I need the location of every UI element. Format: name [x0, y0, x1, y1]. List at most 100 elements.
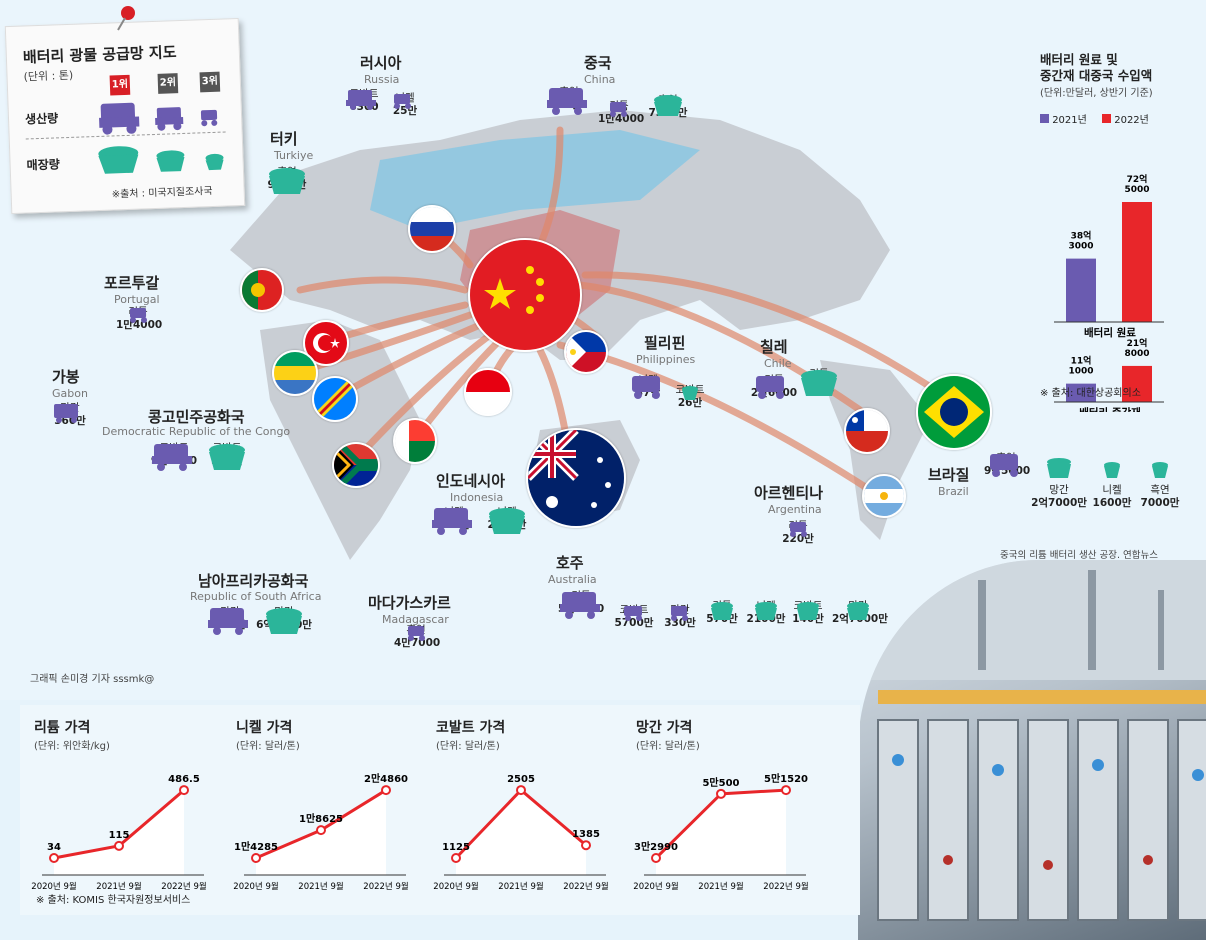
price-xtick-2-0: 2020년 9월 — [433, 881, 478, 892]
australia-stat-2: 망간330만 — [662, 604, 698, 630]
import-bar-label-1-0: 1000 — [1068, 367, 1093, 377]
australia-flag-icon — [526, 428, 626, 528]
australia-stat-0: 리튬5만5000 — [558, 590, 604, 619]
australia-stat-3: 리튬570만 — [702, 600, 742, 626]
legend-source: ※출처 : 미국지질조사국 — [111, 185, 213, 201]
russia-highlight — [370, 130, 700, 230]
import-bar-1-0 — [1066, 383, 1096, 402]
import-bar-label-1-0: 11억 — [1071, 355, 1092, 367]
nickel-chart-title: 니켈 가격 — [236, 720, 293, 736]
import-group-label-1: 배터리 중간재 — [1079, 406, 1141, 412]
price-point-3-1 — [716, 788, 726, 799]
price-point-0-1 — [114, 840, 124, 851]
production-label: 생산량 — [24, 111, 59, 127]
manganese-chart-header: 망간 가격 (단위: 달러/톤) — [636, 717, 700, 752]
import-title-1: 배터리 원료 및 — [1040, 52, 1118, 67]
china-label: 중국 China — [584, 54, 616, 86]
legend-2022-swatch — [1102, 114, 1112, 123]
argentina-flag-icon — [862, 474, 906, 518]
philippines-stat-0: 니켈37만 — [628, 374, 668, 400]
philippines-stat-1: 코발트26만 — [672, 384, 708, 410]
truck-icons — [99, 102, 218, 135]
brazil-flag-icon — [916, 374, 992, 450]
cobalt-chart-unit: (단위: 달러/톤) — [436, 741, 500, 752]
south-africa-label: 남아프리카공화국 — [198, 572, 309, 590]
pin-icon — [117, 6, 135, 31]
import-bar-label-0-0: 38억 — [1071, 230, 1092, 242]
portugal-label: 포르투갈 Portugal — [104, 274, 160, 306]
drc-stat-0: 코발트9만5000 — [150, 442, 198, 471]
chile-stat-0: 리튬2만6000 — [750, 374, 798, 400]
lithium-chart-title: 리튬 가격 — [34, 720, 91, 736]
price-xtick-0-2: 2022년 9월 — [161, 881, 206, 892]
price-xtick-3-0: 2020년 9월 — [633, 881, 678, 892]
price-label-3-1: 5만500 — [702, 776, 739, 789]
price-label-2-2: 1385 — [572, 829, 600, 840]
indonesia-flag-icon — [464, 368, 512, 416]
price-label-0-2: 486.5 — [168, 774, 200, 785]
drc-label: 콩고민주공화국 — [148, 408, 245, 426]
price-label-1-0: 1만4285 — [234, 840, 278, 853]
australia-label: 호주 Australia — [548, 554, 597, 586]
drc-flag-icon — [312, 376, 358, 422]
bottom-source: ※ 출처: KOMIS 한국자원정보서비스 — [36, 895, 191, 906]
madagascar-stat-0: 흑연4만7000 — [394, 624, 440, 650]
nickel-chart-unit: (단위: 달러/톤) — [236, 741, 300, 752]
argentina-label: 아르헨티나 Argentina — [754, 484, 824, 516]
gabon-label: 가봉 Gabon — [52, 368, 88, 400]
price-xtick-3-1: 2021년 9월 — [698, 881, 743, 892]
price-point-1-2 — [381, 785, 391, 796]
reserves-label: 매장량 — [26, 157, 61, 173]
gabon-stat-0: 망간360만 — [50, 402, 90, 428]
price-point-2-0 — [451, 853, 461, 864]
import-bar-label-1-1: 8000 — [1124, 349, 1149, 359]
cobalt-chart-header: 코발트 가격 (단위: 달러/톤) — [436, 717, 505, 752]
import-bar-label-1-1: 21억 — [1127, 337, 1148, 349]
import-bar-0-1 — [1122, 202, 1152, 322]
import-bar-label-0-1: 5000 — [1124, 185, 1149, 195]
price-area-0 — [54, 790, 184, 875]
price-xtick-1-0: 2020년 9월 — [233, 881, 278, 892]
philippines-flag-icon — [564, 330, 608, 374]
madagascar-flag-icon — [393, 418, 437, 464]
cart-icons — [98, 146, 224, 174]
price-xtick-2-1: 2021년 9월 — [498, 881, 543, 892]
import-bar-0-0 — [1066, 258, 1096, 322]
australia-stat-1: 코발트5700만 — [612, 604, 656, 630]
chile-flag-icon — [844, 408, 890, 454]
credit-text: 그래픽 손미경 기자 sssmk@ — [30, 674, 155, 685]
factory-photo-art — [858, 560, 1206, 921]
import-group-label-0: 배터리 원료 — [1084, 326, 1136, 339]
import-panel: 배터리 원료 및 중간재 대중국 수입액 (단위:만달러, 상반기 기준) 20… — [1040, 52, 1190, 412]
manganese-chart-title: 망간 가격 — [636, 720, 693, 736]
indonesia-stat-1: 니켈2100만 — [484, 506, 530, 534]
south-africa-stat-0: 망간740만 — [206, 606, 254, 635]
rank-1-badge: 1위 — [109, 74, 131, 96]
price-area-2 — [456, 790, 586, 875]
australia-stat-4: 니켈2100만 — [746, 600, 786, 626]
gabon-flag-icon — [272, 350, 318, 396]
price-xtick-0-1: 2021년 9월 — [96, 881, 141, 892]
indonesia-label: 인도네시아 Indonesia — [436, 472, 506, 504]
russia-flag-icon — [408, 205, 456, 253]
china-stat-2: 흑연7300만 — [646, 94, 690, 120]
import-source: ※ 출처: 대한상공회의소 — [1040, 388, 1141, 399]
legend-2021-swatch — [1040, 114, 1049, 123]
factory-photo — [858, 560, 1206, 940]
import-bar-label-0-0: 3000 — [1068, 242, 1093, 252]
nickel-chart-header: 니켈 가격 (단위: 달러/톤) — [236, 717, 300, 752]
price-charts-panel: 리튬 가격 (단위: 위안화/kg) 니켈 가격 (단위: 달러/톤) 코발트 … — [20, 705, 860, 915]
legend-2021-label: 2021년 — [1052, 115, 1087, 126]
unit-label: (단위 : 톤) — [23, 68, 74, 84]
legend-card: 배터리 광물 공급망 지도 (단위 : 톤) 1위 2위 3위 생산량 매장량 … — [4, 17, 246, 215]
price-label-0-1: 115 — [109, 830, 130, 841]
chile-stat-1: 리튬920만 — [796, 368, 842, 396]
chile-label: 칠레 Chile — [760, 338, 792, 370]
china-flag-icon — [468, 238, 582, 352]
china-stat-1: 리튬1만4000 — [598, 100, 644, 126]
